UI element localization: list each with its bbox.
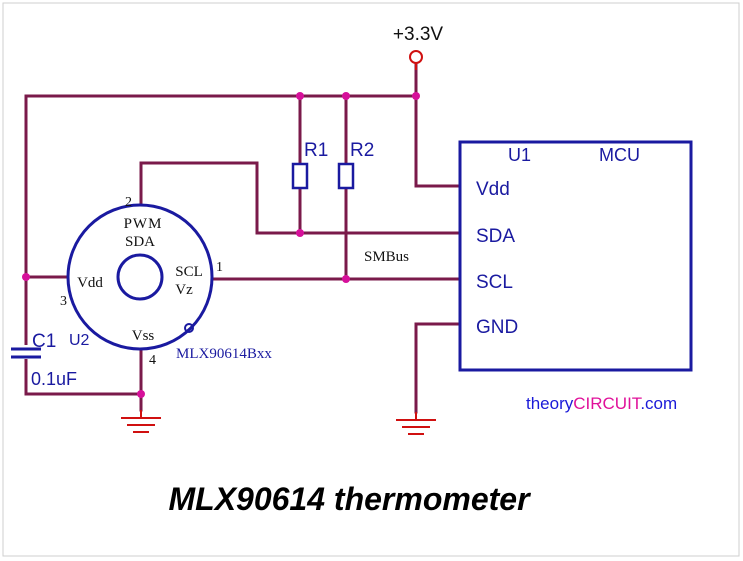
r1-label: R1 (304, 140, 328, 161)
capacitor-c1 (10, 345, 42, 359)
mcu-pin-vdd: Vdd (476, 179, 510, 200)
mcu-u1: U1 MCU Vdd SDA SCL GND (458, 140, 693, 372)
pin-number-4: 4 (149, 353, 156, 368)
sensor-window (116, 253, 164, 301)
r2-label: R2 (350, 140, 374, 161)
pin-number-2: 2 (125, 195, 132, 210)
junction-node (296, 92, 304, 100)
capacitor-name: C1 (32, 331, 56, 352)
sensor-ref: U2 (69, 332, 90, 349)
brand-part3: .com (640, 394, 677, 413)
scl-pin-label: SCL (175, 264, 203, 280)
brand-part2: CIRCUIT (573, 394, 642, 413)
junction-node (137, 390, 145, 398)
brand-watermark: theoryCIRCUIT.com (526, 394, 677, 413)
mcu-pin-sda: SDA (476, 226, 515, 247)
mcu-pin-scl: SCL (476, 272, 513, 293)
vdd-pin-label: Vdd (77, 275, 103, 291)
sensor-part: MLX90614Bxx (176, 346, 272, 362)
vz-pin-label: Vz (175, 282, 193, 298)
mcu-box (458, 140, 693, 372)
pin-number-3: 3 (60, 294, 67, 309)
sensor-tab (184, 323, 194, 333)
mcu-name: MCU (599, 145, 640, 165)
junction-node (296, 229, 304, 237)
brand-part1: theory (526, 394, 574, 413)
supply-label: +3.3V (393, 24, 444, 45)
diagram-title: MLX90614 thermometer (168, 481, 531, 517)
resistor-r1 (291, 162, 309, 190)
ground-symbol-mcu (396, 412, 436, 435)
junction-node (22, 273, 30, 281)
wires (24, 62, 462, 414)
capacitor-value: 0.1uF (31, 369, 77, 389)
vss-pin-label: Vss (132, 328, 155, 344)
sensor-u2: PWM SDA SCL Vz Vdd Vss (66, 203, 214, 351)
supply-terminal (409, 50, 423, 64)
sda-pin-label: SDA (125, 234, 155, 250)
junction-node (412, 92, 420, 100)
junction-nodes (22, 92, 420, 398)
junction-node (342, 92, 350, 100)
junction-node (342, 275, 350, 283)
smbus-label: SMBus (364, 249, 409, 265)
resistor-r2 (337, 162, 355, 190)
mcu-ref: U1 (508, 145, 531, 165)
pin-number-1: 1 (216, 260, 223, 275)
pwm-pin-label: PWM (124, 216, 163, 232)
ground-symbol-left (121, 410, 161, 433)
mcu-pin-gnd: GND (476, 317, 518, 338)
